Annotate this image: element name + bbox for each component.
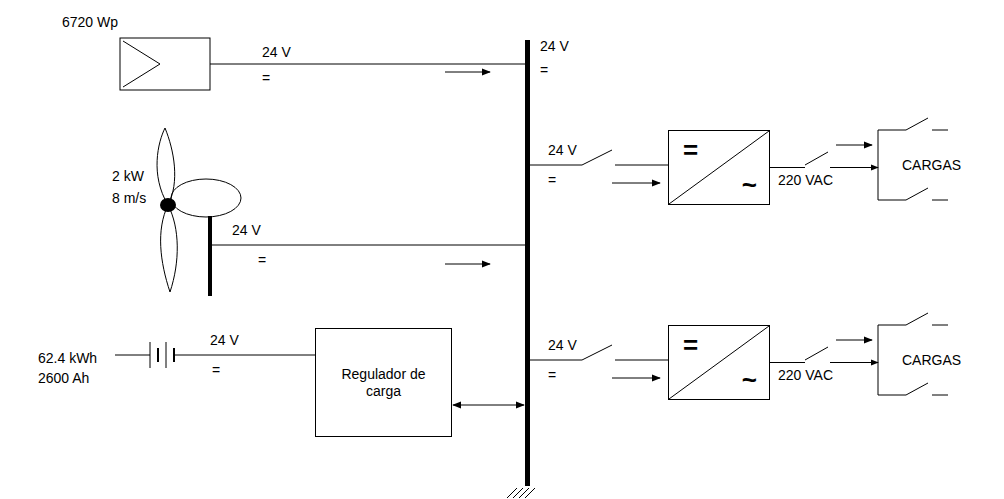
flow-arrow <box>836 145 872 146</box>
flow-arrow <box>836 340 872 341</box>
battery-wire <box>174 355 315 356</box>
flow-arrow <box>445 264 490 265</box>
drawing-stroke <box>519 488 529 498</box>
conversion-symbol: ~ <box>742 367 757 393</box>
load-switch-line <box>878 130 906 131</box>
load-switch-line <box>878 395 906 396</box>
dc-symbol: = <box>212 362 220 378</box>
load-switch-line <box>906 188 928 200</box>
load-switch: CARGAS <box>878 130 1000 200</box>
battery-wire <box>115 355 150 356</box>
ground-hatch <box>507 488 535 498</box>
pv-wire <box>210 64 525 65</box>
drawing-stroke <box>513 488 523 498</box>
inverter-box: =~ <box>668 130 770 205</box>
drawing-stroke <box>525 488 535 498</box>
load-switch-line <box>932 325 948 326</box>
switch-blade <box>582 345 612 360</box>
inverter-diagonal <box>669 326 769 399</box>
turbine-nacelle <box>171 179 241 217</box>
load-switch: CARGAS <box>878 325 1000 395</box>
dc-symbol: = <box>258 252 266 268</box>
load-switch-line <box>906 383 928 395</box>
dc-symbol: = <box>548 172 556 188</box>
dc-bus <box>525 40 530 486</box>
voltage-label: 24 V <box>262 44 291 60</box>
power-rating: 2 kW <box>112 168 144 184</box>
branch-wire <box>530 165 582 166</box>
branch-wire <box>615 165 668 166</box>
load-label: CARGAS <box>902 157 961 173</box>
output-connector <box>770 167 878 168</box>
load-label: CARGAS <box>902 352 961 368</box>
wind-wire <box>212 245 525 246</box>
load-switch-line <box>878 200 906 201</box>
voltage-label: 24 V <box>548 142 577 158</box>
battery-plate <box>150 342 151 368</box>
conversion-symbol: = <box>683 137 698 163</box>
bidirectional-arrow <box>453 405 524 406</box>
battery-plate <box>157 348 159 362</box>
dc-symbol: = <box>540 62 548 78</box>
dc-symbol: = <box>548 367 556 383</box>
charge-regulator: Regulador de carga <box>315 328 452 437</box>
output-connector <box>770 362 878 363</box>
conversion-symbol: = <box>683 332 698 358</box>
turbine-hub <box>160 198 176 212</box>
battery-capacity: 2600 Ah <box>38 370 89 386</box>
load-switch-line <box>906 313 928 325</box>
flow-arrow <box>612 378 660 379</box>
load-switch-line <box>932 395 948 396</box>
flow-arrow <box>612 183 660 184</box>
branch-wire <box>615 360 668 361</box>
load-switch-line <box>878 325 879 395</box>
ac-voltage: 220 VAC <box>778 367 833 383</box>
load-switch-line <box>932 130 948 131</box>
inverter-diagonal <box>669 131 769 204</box>
battery-plate <box>166 342 167 368</box>
inverter-box: =~ <box>668 325 770 400</box>
pv-panel <box>120 38 210 90</box>
switch-blade <box>805 347 828 360</box>
load-switch-line <box>878 325 906 326</box>
voltage-label: 24 V <box>548 337 577 353</box>
drawing-stroke <box>507 488 517 498</box>
power-rating: 6720 Wp <box>62 14 118 30</box>
conversion-symbol: ~ <box>742 172 757 198</box>
voltage-label: 24 V <box>540 38 569 54</box>
load-switch-line <box>932 200 948 201</box>
dc-symbol: = <box>262 70 270 86</box>
load-switch-line <box>878 130 879 200</box>
pv-symbol <box>123 41 160 87</box>
turbine-tower <box>208 216 212 296</box>
ac-voltage: 220 VAC <box>778 172 833 188</box>
voltage-label: 24 V <box>232 222 261 238</box>
turbine-blades <box>157 128 177 292</box>
load-switch-line <box>906 118 928 130</box>
battery-energy: 62.4 kWh <box>38 350 97 366</box>
box-label: Regulador de carga <box>334 366 434 400</box>
branch-wire <box>530 360 582 361</box>
flow-arrow <box>445 72 490 73</box>
wind-speed: 8 m/s <box>112 190 146 206</box>
voltage-label: 24 V <box>210 332 239 348</box>
switch-blade <box>805 152 828 165</box>
switch-blade <box>582 150 612 165</box>
